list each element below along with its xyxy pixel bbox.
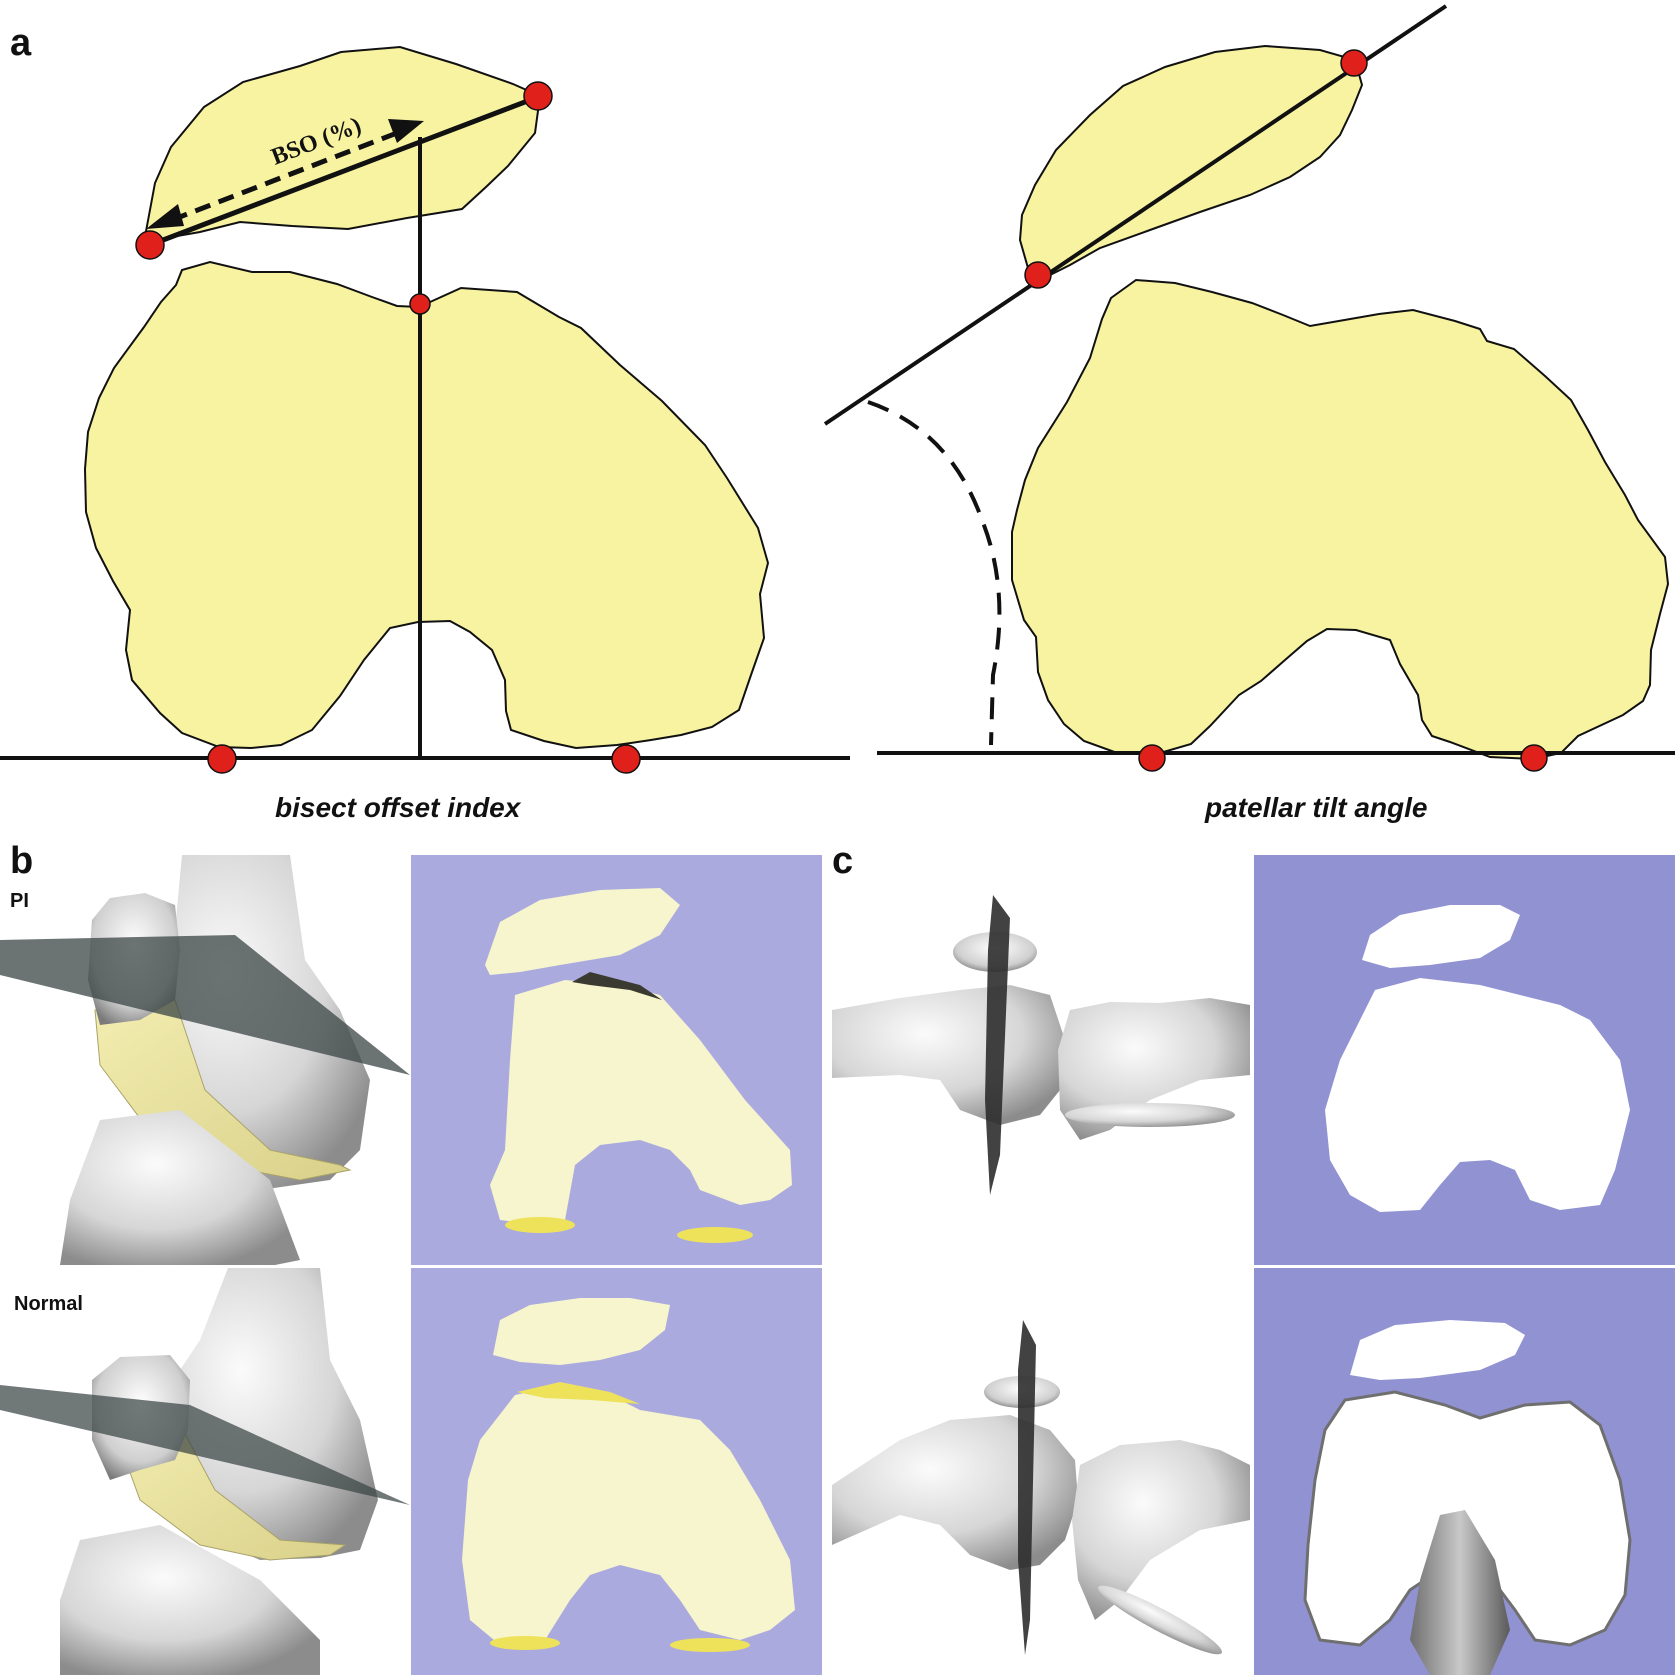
cartilage-section bbox=[490, 1636, 560, 1650]
cutting-plane bbox=[985, 895, 1010, 1195]
landmark-dot bbox=[409, 293, 431, 315]
tibia-model bbox=[1058, 998, 1250, 1140]
panel-c-section-normal bbox=[1254, 1268, 1675, 1675]
patella-outline-right bbox=[1018, 44, 1364, 282]
panel-label-b: b bbox=[10, 840, 34, 882]
landmark-dot bbox=[1138, 744, 1166, 772]
bso-arrowhead-right bbox=[388, 119, 424, 143]
row-label-pi: PI bbox=[10, 890, 29, 912]
femur-section bbox=[1325, 978, 1630, 1212]
landmark-dot bbox=[207, 744, 237, 774]
cartilage-section bbox=[505, 1217, 575, 1233]
patella-section bbox=[1362, 905, 1520, 968]
landmark-dot bbox=[135, 230, 165, 260]
row-label-normal: Normal bbox=[14, 1293, 83, 1315]
panel-label-c: c bbox=[832, 840, 854, 882]
panel-b-3d-pi bbox=[0, 855, 410, 1265]
panel-a-right-diagram bbox=[823, 4, 1675, 772]
tibia-model bbox=[60, 1525, 320, 1675]
cutting-plane bbox=[0, 1385, 410, 1505]
landmark-dot bbox=[1024, 261, 1052, 289]
bso-arrowhead-left bbox=[146, 204, 184, 229]
cutting-plane bbox=[0, 935, 410, 1075]
panel-b-3d-normal bbox=[0, 1268, 410, 1675]
cartilage-section bbox=[677, 1227, 753, 1243]
panel-b-section-pi bbox=[411, 855, 822, 1265]
caption-patellar-tilt-angle: patellar tilt angle bbox=[1205, 792, 1428, 823]
landmark-dot bbox=[1340, 49, 1368, 77]
patella-section bbox=[493, 1298, 670, 1365]
patella-width-line bbox=[149, 94, 539, 248]
landmark-dot bbox=[611, 744, 641, 774]
caption-bisect-offset-index: bisect offset index bbox=[275, 792, 521, 823]
panel-label-a: a bbox=[10, 22, 32, 64]
tibia-model bbox=[60, 1110, 300, 1265]
cutting-plane bbox=[1018, 1320, 1036, 1655]
patella-axis-line bbox=[823, 4, 1448, 426]
fibula-model bbox=[1097, 1585, 1223, 1655]
cartilage-section bbox=[670, 1638, 750, 1652]
cartilage-section bbox=[572, 972, 662, 1000]
landmark-dot bbox=[1520, 744, 1548, 772]
tilt-angle-arc bbox=[867, 400, 1002, 746]
panel-c-3d-normal bbox=[832, 1320, 1250, 1655]
tibia-model bbox=[1072, 1440, 1250, 1620]
tendon-model bbox=[1410, 1510, 1510, 1675]
landmark-dot bbox=[523, 81, 553, 111]
panel-b-section-normal bbox=[411, 1268, 822, 1675]
cartilage-model bbox=[94, 999, 352, 1181]
patella-section bbox=[485, 888, 680, 975]
femur-model bbox=[832, 985, 1065, 1125]
panel-c-section-pi bbox=[1254, 855, 1675, 1265]
femur-section bbox=[462, 1385, 795, 1645]
cartilage-section bbox=[517, 1382, 640, 1404]
femur-outline-left bbox=[83, 260, 770, 750]
femur-outline-right bbox=[1011, 278, 1670, 761]
femur-section bbox=[490, 980, 792, 1225]
patella-section bbox=[1350, 1320, 1525, 1380]
femur-model bbox=[832, 1415, 1078, 1570]
fibula-model bbox=[1065, 1103, 1235, 1127]
bso-dashed-arrow bbox=[171, 128, 403, 223]
panel-c-3d-pi bbox=[832, 895, 1250, 1195]
panel-a-left-diagram bbox=[0, 45, 850, 774]
